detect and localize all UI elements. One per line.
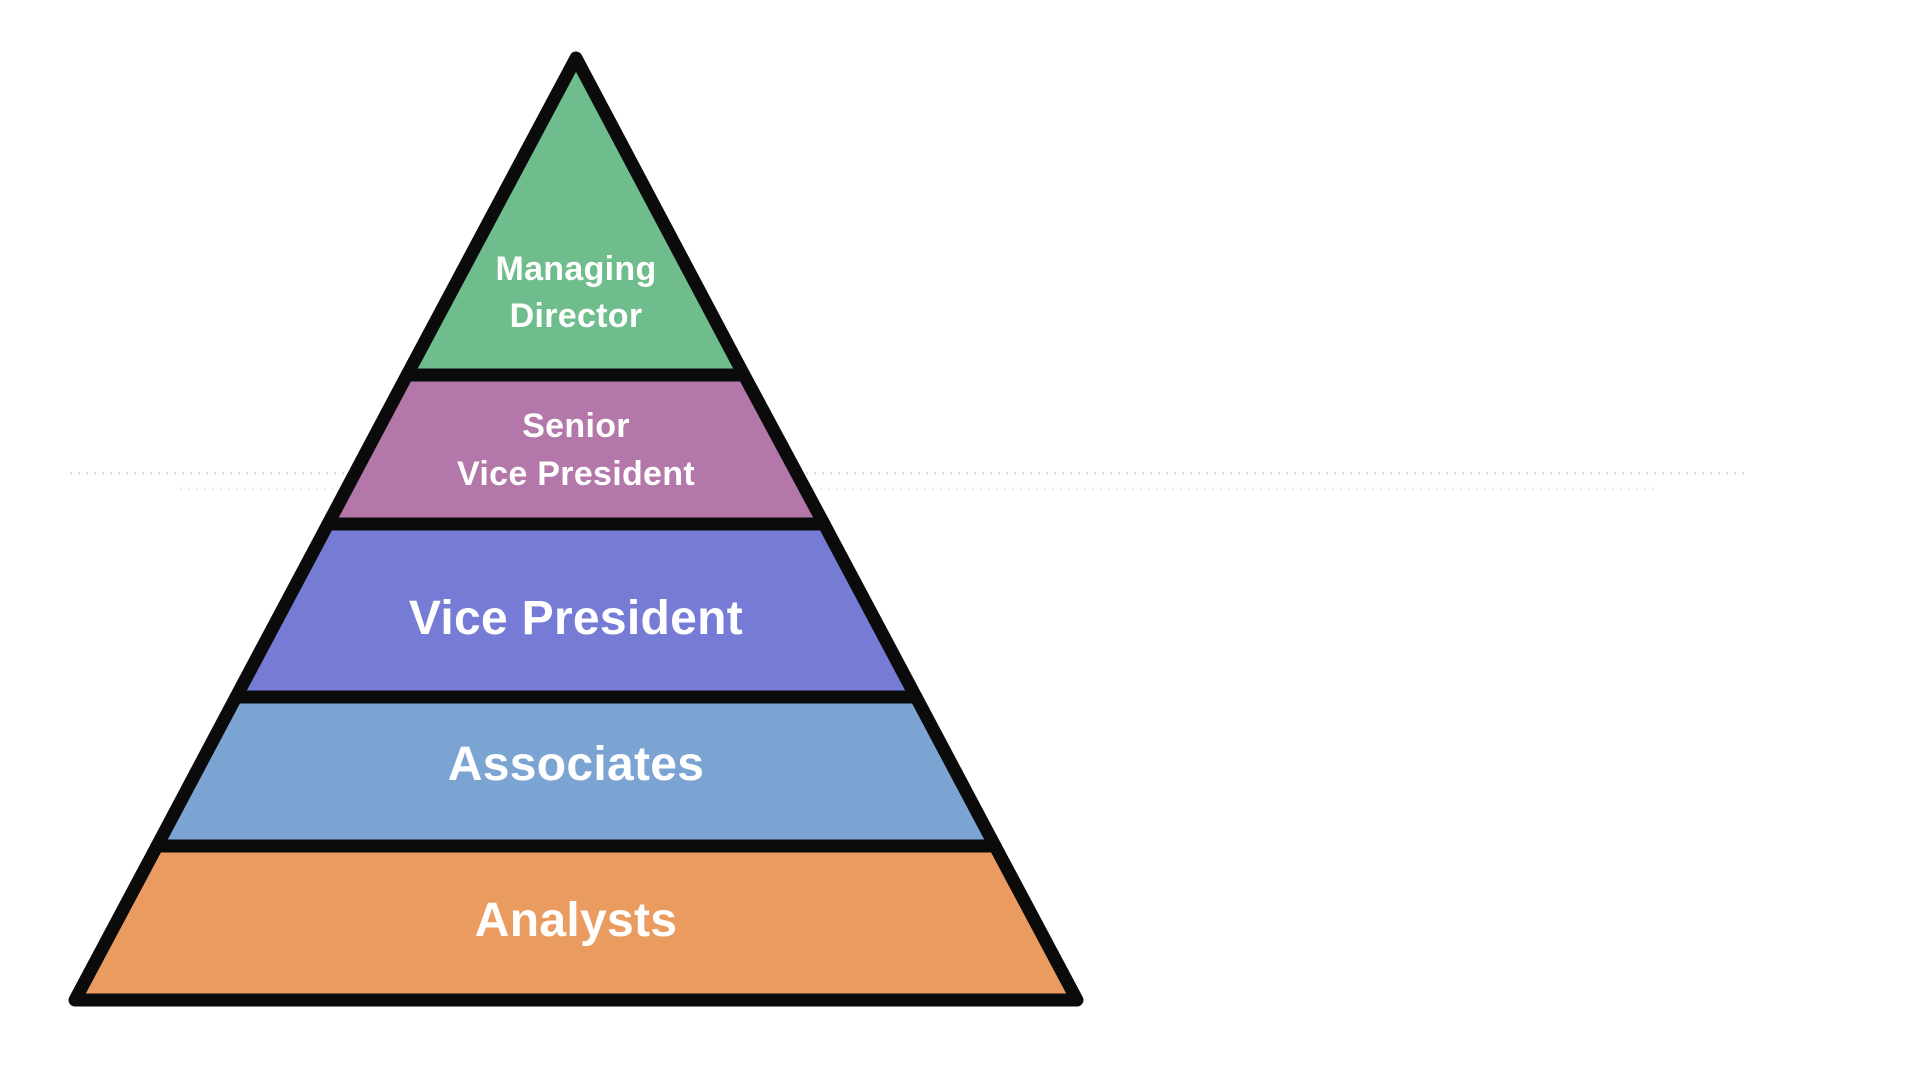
- level-label-vice-president: Vice President: [409, 592, 743, 645]
- pyramid-level-senior-vice-president: [321, 368, 831, 531]
- level-label-analysts: Analysts: [475, 894, 678, 947]
- level-label-senior-vice-president-line1: Senior: [522, 407, 630, 445]
- level-label-senior-vice-president-line2: Vice President: [457, 455, 695, 493]
- level-label-managing-director-line1: Managing: [495, 250, 656, 288]
- level-label-associates: Associates: [448, 738, 704, 791]
- level-label-managing-director-line2: Director: [510, 297, 643, 335]
- pyramid-level-analysts: [68, 839, 1084, 1007]
